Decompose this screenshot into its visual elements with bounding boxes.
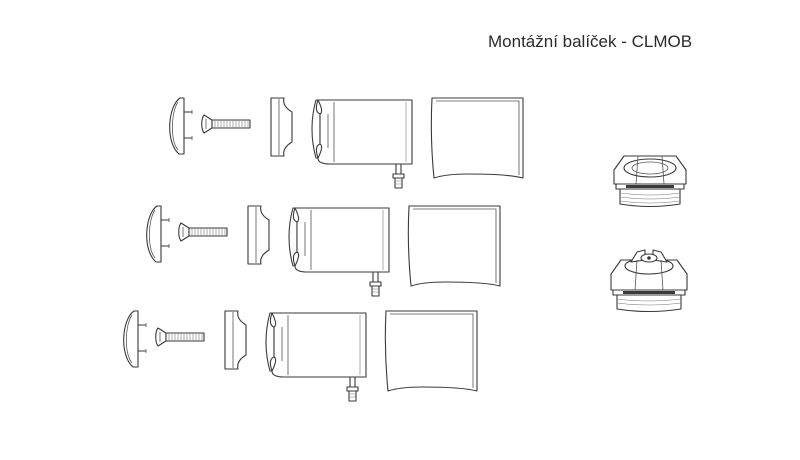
hex-plug-icon [613, 155, 687, 208]
mounting-row-2 [146, 205, 501, 297]
air-vent-valve-icon [610, 249, 688, 313]
mounting-row-3 [123, 310, 478, 402]
mounting-row-1 [169, 97, 524, 189]
diagram-title: Montážní balíček - CLMOB [488, 32, 693, 51]
